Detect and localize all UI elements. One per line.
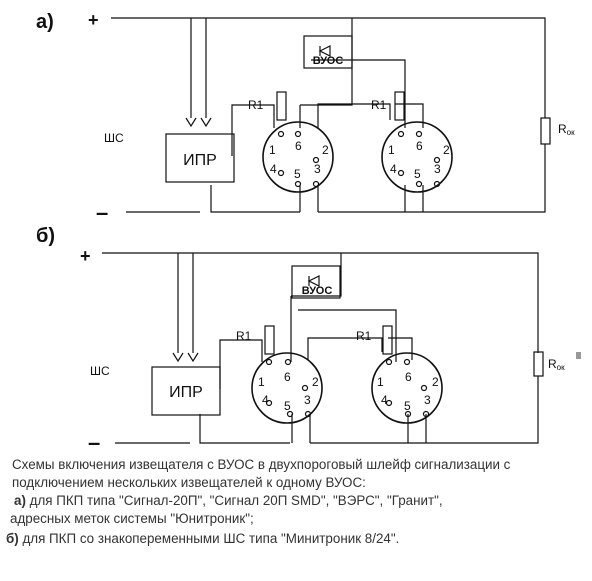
- rok-resistor-b: [533, 351, 544, 377]
- caption-item-b: б) для ПКП со знакопеременными ШС типа "…: [0, 530, 592, 548]
- diagram-a: а) + – ШС ИПР: [36, 10, 575, 225]
- vuos-box-a: [303, 35, 353, 69]
- plus-terminal-a: +: [88, 10, 99, 30]
- caption-line-2: подключением нескольких извещателей к од…: [12, 475, 366, 490]
- loop-label-b: ШС: [90, 364, 110, 378]
- wires-b: [102, 252, 539, 444]
- pin-3: 3: [434, 162, 441, 176]
- pin-2: 2: [443, 143, 450, 157]
- caption-a-text: для ПКП типа "Сигнал-20П", "Сигнал 20П S…: [25, 493, 443, 508]
- pin-4: 4: [390, 162, 397, 176]
- pin-3: 3: [304, 393, 311, 407]
- pin-5: 5: [294, 167, 301, 181]
- pin-4: 4: [262, 393, 269, 407]
- rok-label-b: Rок: [548, 357, 565, 372]
- ipr-box-a: [165, 133, 235, 183]
- diode-icon: [307, 275, 320, 287]
- r1-label: R1: [371, 98, 387, 112]
- pin-6: 6: [295, 139, 302, 153]
- caption-a-prefix: а): [14, 493, 26, 508]
- ipr-label-a: ИПР: [183, 152, 217, 169]
- diagram-b-label: б): [36, 225, 55, 247]
- ipr-label-b: ИПР: [169, 384, 203, 401]
- r1-resistor: [382, 325, 393, 355]
- caption-item-a-cont: адресных меток системы "Юнитроник";: [10, 511, 254, 526]
- caption-b-text: для ПКП со знакопеременными ШС типа "Мин…: [18, 531, 400, 546]
- r1-label: R1: [236, 329, 252, 343]
- pin-6: 6: [284, 370, 291, 384]
- minus-terminal-a: –: [96, 200, 108, 225]
- pin-4: 4: [270, 162, 277, 176]
- rok-label-a: Rок: [558, 122, 575, 137]
- pin-1: 1: [269, 143, 276, 157]
- pin-6: 6: [416, 139, 423, 153]
- rok-resistor-a: [540, 117, 551, 145]
- caption-line-1: Схемы включения извещателя с ВУОС в двух…: [12, 457, 511, 472]
- diagram-a-label: а): [36, 11, 54, 33]
- marker-square: [576, 352, 581, 359]
- pin-5: 5: [284, 399, 291, 413]
- diode-icon: [318, 45, 331, 57]
- plus-terminal-b: +: [80, 246, 91, 266]
- r1-resistor: [276, 91, 287, 121]
- vuos-label-a: ВУОС: [313, 55, 344, 67]
- minus-terminal-b: –: [88, 430, 100, 455]
- ipr-box-b: [151, 366, 221, 416]
- pin-2: 2: [312, 375, 319, 389]
- r1-resistor: [264, 325, 275, 355]
- pin-1: 1: [377, 375, 384, 389]
- pin-5: 5: [414, 167, 421, 181]
- sensor-base-left-b: R1 1 6 2 4 5 3: [236, 325, 323, 424]
- pin-6: 6: [405, 370, 412, 384]
- pin-2: 2: [322, 143, 329, 157]
- sensor-base-left-a: R1 1 6 2 4 5 3: [248, 91, 334, 193]
- sensor-base-right-b: R1 1 6 2 4 5 3: [356, 325, 443, 424]
- pin-5: 5: [404, 399, 411, 413]
- r1-resistor: [394, 91, 405, 121]
- pin-2: 2: [432, 375, 439, 389]
- pin-1: 1: [258, 375, 265, 389]
- r1-label: R1: [356, 329, 372, 343]
- caption-b-prefix: б): [6, 531, 19, 546]
- r1-label: R1: [248, 98, 264, 112]
- sensor-base-right-a: R1 1 6 2 4 5 3: [371, 91, 453, 193]
- vuos-box-b: [291, 265, 341, 299]
- pin-1: 1: [388, 143, 395, 157]
- pin-3: 3: [424, 393, 431, 407]
- vuos-label-b: ВУОС: [302, 285, 333, 297]
- diagram-b: б) + – ШС ИПР: [36, 225, 581, 455]
- wires-a: [111, 17, 546, 213]
- figure-caption: Схемы включения извещателя с ВУОС в двух…: [0, 456, 592, 548]
- pin-3: 3: [314, 162, 321, 176]
- pin-4: 4: [381, 393, 388, 407]
- caption-item-a: а) для ПКП типа "Сигнал-20П", "Сигнал 20…: [0, 492, 592, 510]
- loop-label-a: ШС: [104, 131, 124, 145]
